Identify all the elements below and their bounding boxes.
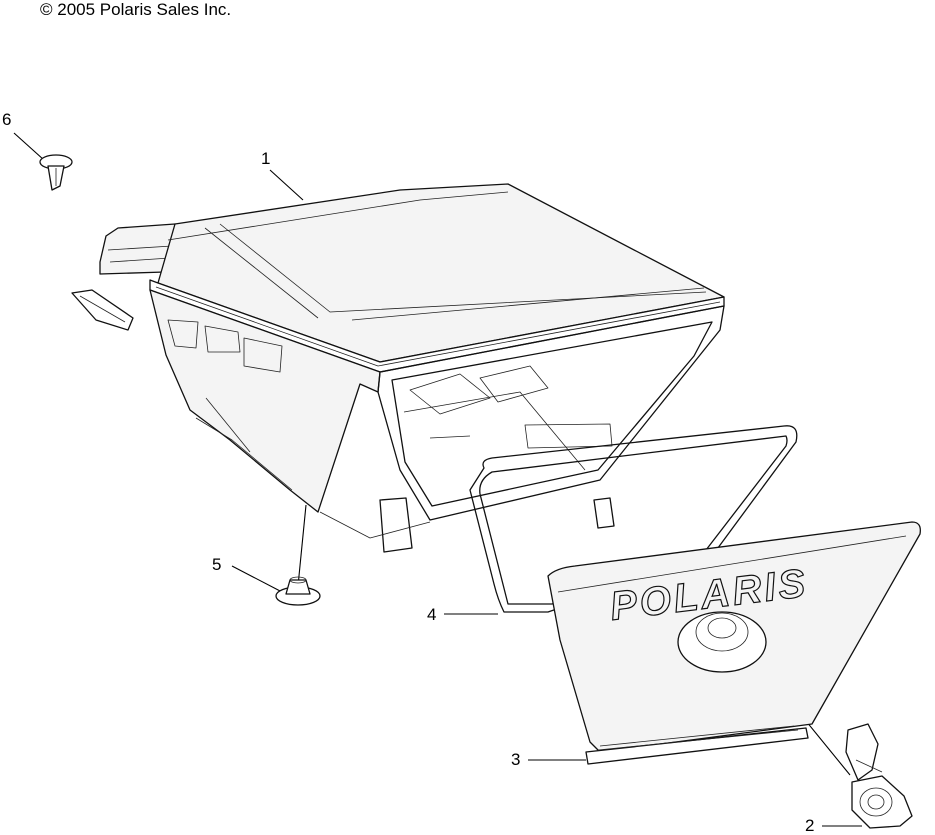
callout-4: 4 (427, 605, 437, 624)
copyright-notice: © 2005 Polaris Sales Inc. (40, 0, 232, 19)
callout-2: 2 (805, 816, 815, 835)
lid-panel-part: POLARIS (547, 521, 921, 753)
storage-box-part (71, 183, 725, 553)
callout-3: 3 (511, 750, 521, 769)
callout-1: 1 (261, 149, 271, 168)
callout-5: 5 (212, 555, 222, 574)
grommet-nut-part (275, 576, 321, 606)
leader-line-5 (231, 565, 283, 593)
hinge-strip-part (585, 725, 809, 765)
leader-line-grommet (297, 504, 307, 587)
leader-line-6 (13, 132, 45, 161)
latch-part (845, 723, 913, 829)
leader-line-1 (269, 169, 304, 201)
lock-boss (677, 611, 767, 673)
push-rivet-part (39, 154, 73, 191)
callout-6: 6 (2, 110, 12, 129)
